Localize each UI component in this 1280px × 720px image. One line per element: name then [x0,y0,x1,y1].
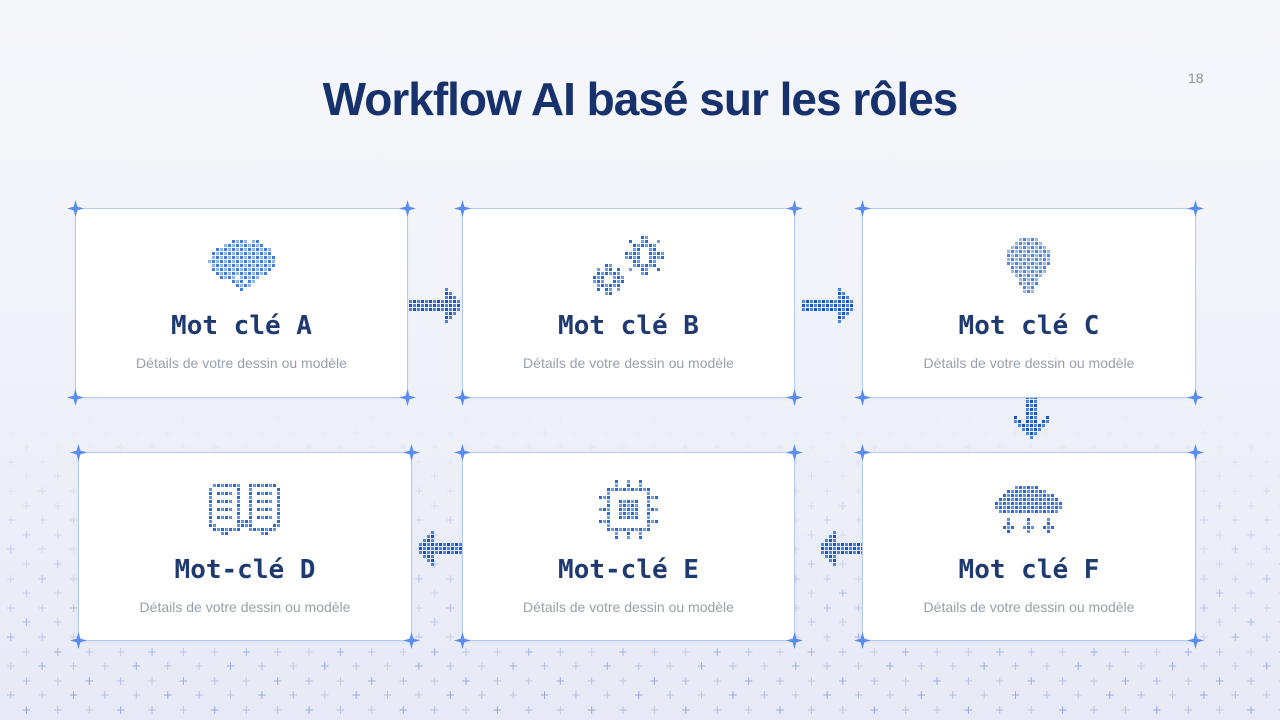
resize-handle[interactable] [454,632,471,649]
lightbulb-icon [1007,238,1051,294]
card-title[interactable]: Mot clé C [958,311,1100,341]
flow-arrow-right-b-c[interactable] [802,288,854,324]
page-number: 18 [1188,70,1204,86]
resize-handle[interactable] [854,632,871,649]
flow-arrow-right-a-b[interactable] [409,288,461,324]
card-title[interactable]: Mot clé B [558,311,699,341]
card-description[interactable]: Détails de votre dessin ou modèle [923,355,1135,371]
card-mot-cle-b[interactable]: Mot clé B Détails de votre dessin ou mod… [454,200,803,406]
card-title[interactable]: Mot-clé D [174,555,316,585]
resize-handle[interactable] [854,444,871,461]
card-description[interactable]: Détails de votre dessin ou modèle [139,599,351,615]
card-title[interactable]: Mot-clé E [558,555,699,585]
resize-handle[interactable] [1187,632,1204,649]
resize-handle[interactable] [454,200,471,217]
card-mot-cle-a[interactable]: Mot clé A Détails de votre dessin ou mod… [67,200,416,406]
cloud-download-icon [995,486,1063,534]
resize-handle[interactable] [399,389,416,406]
card-description[interactable]: Détails de votre dessin ou modèle [136,355,347,371]
flow-arrow-down-c-f[interactable] [1014,392,1050,440]
slide-title[interactable]: Workflow AI basé sur les rôles [322,73,959,125]
resize-handle[interactable] [1187,444,1204,461]
resize-handle[interactable] [403,444,420,461]
card-description[interactable]: Détails de votre dessin ou modèle [523,599,734,615]
chip-icon [599,480,659,540]
resize-handle[interactable] [786,632,803,649]
resize-handle[interactable] [67,200,84,217]
resize-handle[interactable] [854,200,871,217]
card-description[interactable]: Détails de votre dessin ou modèle [523,355,734,371]
brain-icon [208,240,276,292]
resize-handle[interactable] [1187,200,1204,217]
resize-handle[interactable] [454,389,471,406]
card-mot-cle-e[interactable]: Mot-clé E Détails de votre dessin ou mod… [454,444,803,649]
card-title[interactable]: Mot clé F [958,555,1100,585]
resize-handle[interactable] [786,444,803,461]
resize-handle[interactable] [70,632,87,649]
card-description[interactable]: Détails de votre dessin ou modèle [923,599,1135,615]
resize-handle[interactable] [399,200,416,217]
card-title[interactable]: Mot clé A [171,311,312,341]
resize-handle[interactable] [786,389,803,406]
open-book-icon [209,484,281,536]
resize-handle[interactable] [454,444,471,461]
gears-icon [593,236,665,296]
resize-handle[interactable] [786,200,803,217]
resize-handle[interactable] [403,632,420,649]
resize-handle[interactable] [854,389,871,406]
card-mot-cle-f[interactable]: Mot clé F Détails de votre dessin ou mod… [854,444,1204,649]
card-mot-cle-d[interactable]: Mot-clé D Détails de votre dessin ou mod… [70,444,420,649]
card-mot-cle-c[interactable]: Mot clé C Détails de votre dessin ou mod… [854,200,1204,406]
resize-handle[interactable] [1187,389,1204,406]
resize-handle[interactable] [70,444,87,461]
resize-handle[interactable] [67,389,84,406]
